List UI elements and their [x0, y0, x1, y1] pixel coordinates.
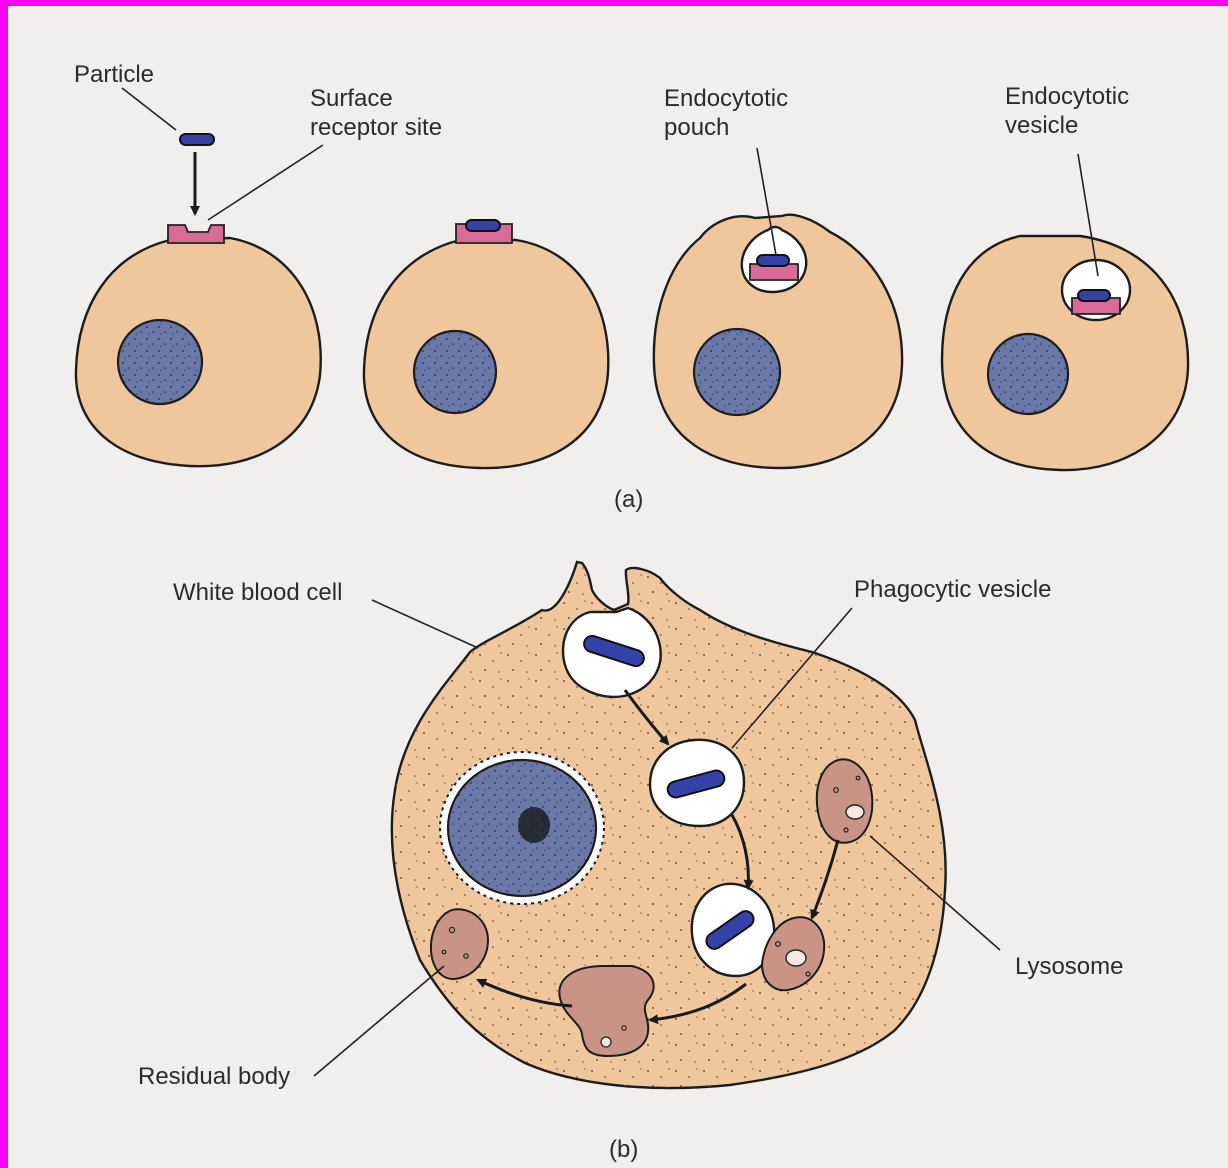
cell-1 — [76, 134, 321, 466]
particle-leader — [122, 88, 176, 130]
cell-4-body — [942, 236, 1188, 470]
wbc-nucleus — [440, 752, 604, 904]
endocytotic-pouch-label-line1: Endocytotic — [664, 85, 788, 112]
particle-label: Particle — [74, 61, 154, 88]
lysosome — [817, 759, 872, 842]
panel-a-caption: (a) — [614, 486, 643, 513]
nucleolus — [518, 807, 550, 843]
endocytotic-vesicle-label-line1: Endocytotic — [1005, 83, 1129, 110]
cell-1-receptor — [168, 225, 224, 243]
phagocytic-vesicle-1 — [650, 740, 744, 826]
white-blood-cell-leader — [372, 600, 478, 648]
surface-receptor-label-line1: Surface — [310, 85, 393, 112]
surface-receptor-leader — [208, 145, 323, 220]
surface-receptor-label-line2: receptor site — [310, 114, 442, 141]
phagocytic-pouch — [563, 608, 661, 697]
figure-frame: Particle Surface receptor site Endocytot… — [8, 6, 1228, 1168]
phagocytic-vesicle-label: Phagocytic vesicle — [854, 576, 1051, 603]
endocytosis-phagocytosis-diagram: Particle Surface receptor site Endocytot… — [8, 6, 1228, 1168]
cell-1-particle — [180, 134, 214, 145]
cell-4-particle — [1078, 290, 1110, 301]
panel-b: White blood cell Phagocytic vesicle Lyso… — [138, 562, 1124, 1163]
lysosome-label: Lysosome — [1015, 953, 1124, 980]
residual-body-leader — [314, 966, 444, 1076]
endocytotic-vesicle-label-line2: vesicle — [1005, 112, 1078, 139]
residual-body-label: Residual body — [138, 1063, 290, 1090]
cell-4 — [942, 236, 1188, 470]
cell-3 — [654, 215, 902, 468]
cell-2 — [364, 220, 608, 468]
cell-3-particle — [757, 255, 789, 266]
panel-b-caption: (b) — [609, 1136, 638, 1163]
white-blood-cell-label: White blood cell — [173, 579, 342, 606]
endocytotic-pouch-label-line2: pouch — [664, 114, 729, 141]
panel-a: Particle Surface receptor site Endocytot… — [74, 61, 1188, 513]
cell-2-particle — [466, 220, 500, 231]
